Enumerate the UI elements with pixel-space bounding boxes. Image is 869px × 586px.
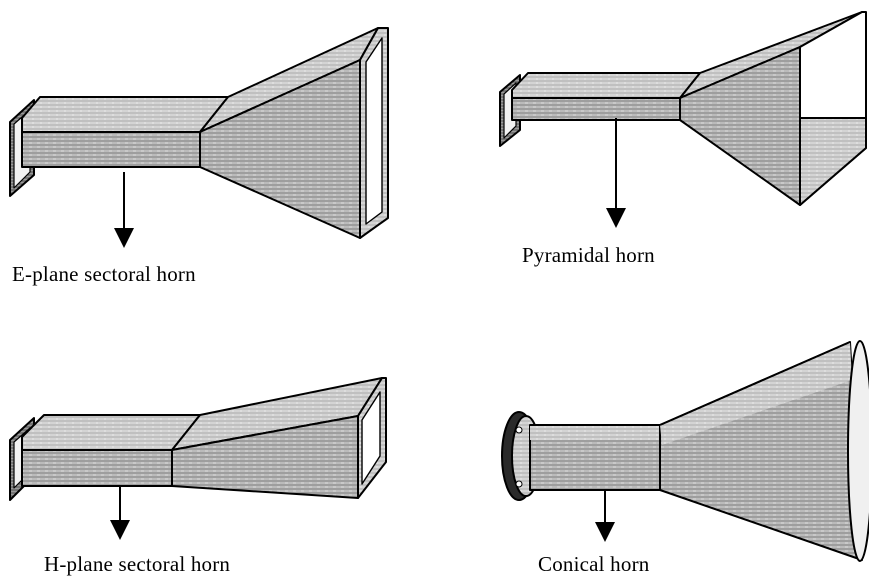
h-plane-flare — [172, 378, 386, 498]
pyramidal-horn — [500, 12, 866, 205]
e-plane-waveguide — [22, 97, 228, 167]
pyramidal-label: Pyramidal horn — [522, 243, 655, 268]
conical-waveguide — [530, 425, 660, 490]
e-plane-flare — [200, 28, 388, 238]
pyramidal-flare — [680, 12, 866, 205]
conical-flare — [660, 341, 869, 561]
h-plane-horn — [10, 378, 386, 500]
conical-horn — [502, 341, 869, 561]
pyramidal-waveguide — [512, 73, 700, 120]
conical-label: Conical horn — [538, 552, 649, 577]
e-plane-horn — [10, 28, 388, 238]
h-plane-label: H-plane sectoral horn — [44, 552, 230, 577]
e-plane-label: E-plane sectoral horn — [12, 262, 196, 287]
